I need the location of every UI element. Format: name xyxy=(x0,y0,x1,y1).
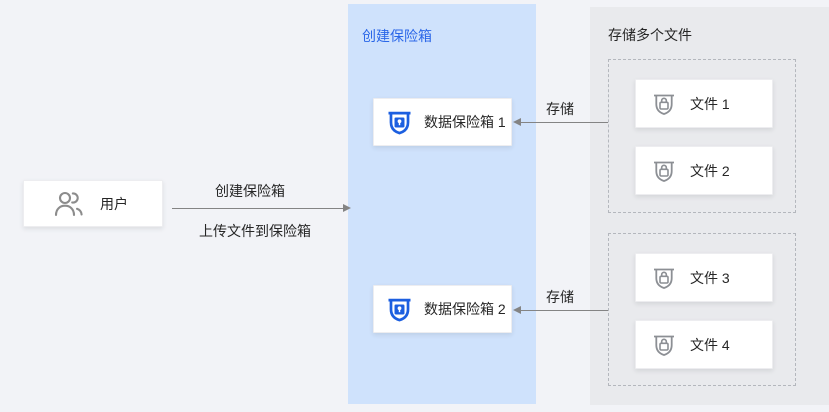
file-node-label: 文件 1 xyxy=(690,95,730,112)
storage-arrow-2 xyxy=(520,310,608,311)
file-node-1: 文件 1 xyxy=(635,79,773,128)
file-node-4: 文件 4 xyxy=(635,320,773,369)
file-lock-icon xyxy=(651,158,677,184)
file-group-1: 文件 1 文件 2 xyxy=(608,59,796,213)
vault-node-label: 数据保险箱 2 xyxy=(424,301,506,317)
file-node-label: 文件 3 xyxy=(690,269,730,286)
storage-arrow-label-2: 存储 xyxy=(546,289,574,305)
file-node-label: 文件 2 xyxy=(690,162,730,179)
vault-shield-icon xyxy=(386,109,413,136)
file-lock-icon xyxy=(651,265,677,291)
vault-panel-title: 创建保险箱 xyxy=(362,28,432,44)
user-node: 用户 xyxy=(23,180,163,227)
create-vault-arrow-label: 创建保险箱 xyxy=(215,183,285,199)
arrow-head-right-icon xyxy=(343,204,351,212)
vault-node-label: 数据保险箱 1 xyxy=(424,114,506,130)
storage-arrow-1 xyxy=(520,122,608,123)
arrow-head-left-icon xyxy=(513,118,521,126)
file-node-2: 文件 2 xyxy=(635,146,773,195)
upload-files-arrow-label: 上传文件到保险箱 xyxy=(199,223,311,239)
file-lock-icon xyxy=(651,91,677,117)
file-group-2: 文件 3 文件 4 xyxy=(608,233,796,386)
vault-node-1: 数据保险箱 1 xyxy=(373,98,512,146)
file-lock-icon xyxy=(651,332,677,358)
files-panel-title: 存储多个文件 xyxy=(608,27,692,43)
storage-arrow-label-1: 存储 xyxy=(546,101,574,117)
file-node-3: 文件 3 xyxy=(635,253,773,302)
arrow-head-left-icon xyxy=(513,306,521,314)
vault-shield-icon xyxy=(386,296,413,323)
file-node-label: 文件 4 xyxy=(690,336,730,353)
files-panel: 存储多个文件 文件 1 xyxy=(590,7,829,405)
users-icon xyxy=(52,189,86,219)
vault-node-2: 数据保险箱 2 xyxy=(373,285,512,333)
create-vault-arrow xyxy=(172,208,344,209)
user-node-label: 用户 xyxy=(100,195,128,212)
vault-panel: 创建保险箱 数据保险箱 1 xyxy=(348,4,536,404)
